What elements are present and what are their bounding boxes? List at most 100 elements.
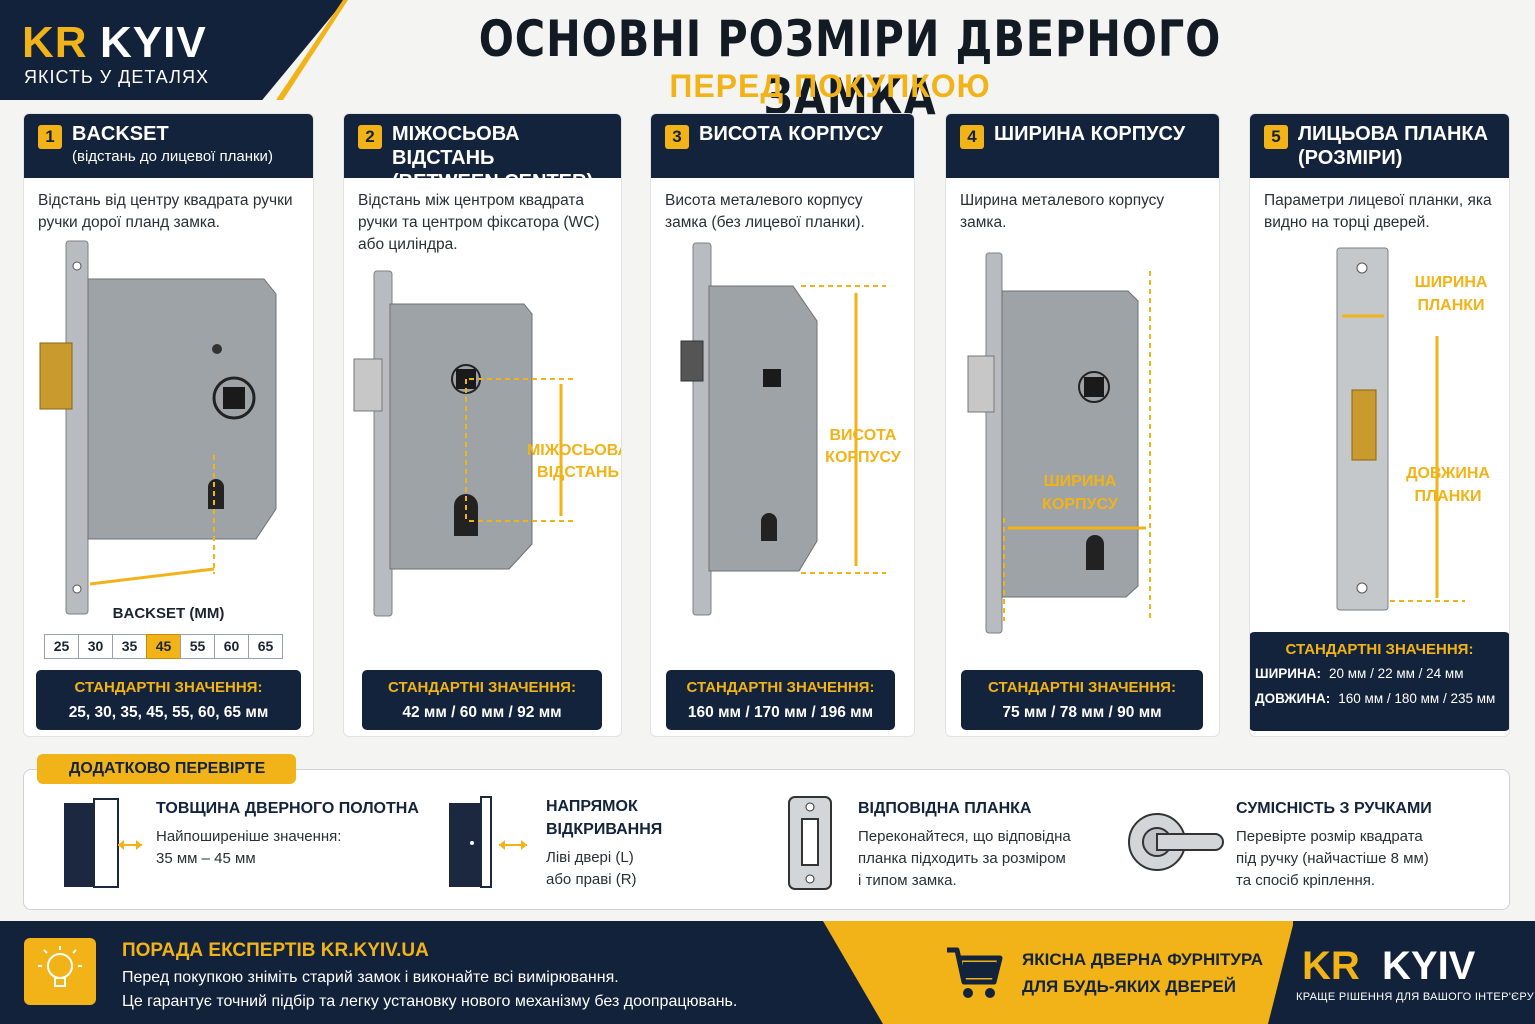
card-subtitle: (відстань до лицевої планки) (72, 148, 273, 165)
tip-line: Це гарантує точний підбір та легку устан… (122, 992, 738, 1010)
page-title: ОСНОВНІ РОЗМІРИ ДВЕРНОГО ЗАМКА (478, 10, 1222, 126)
card-number: 2 (358, 125, 382, 149)
footer-promo-line: ДЛЯ БУДЬ-ЯКИХ ДВЕРЕЙ (1022, 977, 1236, 996)
std-label: СТАНДАРТНІ ЗНАЧЕННЯ: (686, 679, 875, 696)
card-title: ЛИЦЬОВА ПЛАНКА (1298, 123, 1489, 145)
std-label: СТАНДАРТНІ ЗНАЧЕННЯ: (1285, 641, 1474, 658)
diagram-label: ВИСОТА (830, 427, 897, 444)
extra-item-door-thickness: ТОВЩИНА ДВЕРНОГО ПОЛОТНА Найпоширеніше з… (156, 797, 419, 870)
face-plate-diagram: ШИРИНА ПЛАНКИ ДОВЖИНА ПЛАНКИ (1336, 247, 1490, 611)
extra-item-line: Ліві двері (L) (546, 849, 634, 866)
backset-option[interactable]: 35 (112, 634, 147, 659)
card-description: Відстань від центру квадрата ручки ручки… (38, 192, 293, 231)
backset-label: BACKSET (MM) (112, 605, 225, 622)
card-title: ШИРИНА КОРПУСУ (994, 123, 1186, 145)
card-description: Висота металевого корпусу замка (без лиц… (665, 192, 865, 231)
brand-logo: KR KYIV ЯКІСТЬ У ДЕТАЛЯХ (0, 0, 345, 100)
diagram-label: ВІДСТАНЬ (537, 464, 619, 481)
extra-item-line: 35 мм – 45 мм (156, 850, 256, 867)
extra-item-line: та спосіб кріплення. (1236, 872, 1376, 889)
std-width-value: 20 мм / 22 мм / 24 мм (1328, 666, 1464, 681)
extra-checks-tab: ДОДАТКОВО ПЕРЕВІРТЕ (37, 754, 296, 784)
card-description: Параметри лицевої планки, яка видно на т… (1264, 192, 1492, 231)
standard-values-box: СТАНДАРТНІ ЗНАЧЕННЯ: ШИРИНА: 20 мм / 22 … (1250, 632, 1509, 731)
extra-checks-panel (23, 769, 1510, 910)
std-width-key: ШИРИНА: (1255, 666, 1321, 681)
extra-item-title: НАПРЯМОК ВІДКРИВАННЯ (546, 795, 662, 841)
std-length-row: ДОВЖИНА: 160 мм / 180 мм / 235 мм (1255, 691, 1509, 706)
footer-promo-band (823, 921, 1293, 1024)
lightbulb-icon (24, 938, 96, 1005)
card-number: 1 (38, 125, 62, 149)
backset-option[interactable]: 30 (78, 634, 113, 659)
diagram-label: КОРПУСУ (825, 449, 902, 466)
backset-option-selected[interactable]: 45 (146, 634, 181, 659)
logo-kr: KR (22, 18, 88, 67)
footer-promo: ЯКІСНА ДВЕРНА ФУРНІТУРА ДЛЯ БУДЬ-ЯКИХ ДВ… (1022, 946, 1263, 1000)
extra-item-text: Переконайтеся, що відповідна планка підх… (858, 826, 1071, 892)
card-subtitle: (РОЗМІРИ) (1298, 147, 1403, 169)
standard-values-box: СТАНДАРТНІ ЗНАЧЕННЯ: 75 мм / 78 мм / 90 … (961, 670, 1203, 730)
plate-length-label: ПЛАНКИ (1414, 488, 1481, 505)
footer-promo-line: ЯКІСНА ДВЕРНА ФУРНІТУРА (1022, 950, 1264, 969)
page-subtitle: ПЕРЕД ПОКУПКОЮ (669, 68, 991, 104)
extra-item-text: Ліві двері (L) або праві (R) (546, 847, 662, 891)
extra-item-title: СУМІСНІСТЬ З РУЧКАМИ (1236, 800, 1432, 817)
backset-options: 25 30 35 45 55 60 65 (44, 634, 283, 659)
door-direction-icon (449, 796, 527, 888)
card-description: Відстань між центром квадрата ручки та ц… (358, 192, 600, 253)
card-header: 5 ЛИЦЬОВА ПЛАНКА (РОЗМІРИ) (1250, 114, 1509, 178)
lock-diagram-width: ШИРИНА КОРПУСУ (967, 252, 1151, 634)
card-title: BACKSET (72, 123, 169, 145)
card-header: 3 ВИСОТА КОРПУСУ (651, 114, 914, 178)
standard-values-box: СТАНДАРТНІ ЗНАЧЕННЯ: 160 мм / 170 мм / 1… (666, 670, 895, 730)
extra-item-title: ТОВЩИНА ДВЕРНОГО ПОЛОТНА (156, 800, 419, 817)
plate-width-label: ПЛАНКИ (1417, 297, 1484, 314)
card-number: 4 (960, 125, 984, 149)
extra-item-handle-compatibility: СУМІСНІСТЬ З РУЧКАМИ Перевірте розмір кв… (1236, 797, 1432, 892)
footer-logo-tagline: КРАЩЕ РІШЕННЯ ДЛЯ ВАШОГО ІНТЕР'ЄРУ (1296, 991, 1534, 1003)
std-length-value: 160 мм / 180 мм / 235 мм (1338, 691, 1496, 706)
extra-item-line: або праві (R) (546, 871, 637, 888)
extra-item-line: планка підходить за розміром (858, 850, 1066, 867)
extra-item-opening-direction: НАПРЯМОК ВІДКРИВАННЯ Ліві двері (L) або … (546, 795, 662, 891)
backset-option[interactable]: 25 (44, 634, 79, 659)
std-value: 75 мм / 78 мм / 90 мм (1002, 704, 1162, 721)
std-width-row: ШИРИНА: 20 мм / 22 мм / 24 мм (1255, 666, 1509, 681)
std-label: СТАНДАРТНІ ЗНАЧЕННЯ: (74, 679, 263, 696)
plate-width-label: ШИРИНА (1415, 274, 1488, 291)
card-number: 3 (665, 125, 689, 149)
std-value: 160 мм / 170 мм / 196 мм (687, 704, 874, 721)
backset-option[interactable]: 55 (180, 634, 215, 659)
card-face-plate: 5 ЛИЦЬОВА ПЛАНКА (РОЗМІРИ) Параметри лиц… (1249, 113, 1510, 737)
card-header: 2 МІЖОСЬОВА ВІДСТАНЬ (BETWEEN CENTER) (344, 114, 621, 193)
extra-item-line: під ручку (найчастіше 8 мм) (1236, 850, 1429, 867)
shopping-cart-icon (947, 947, 1003, 998)
diagram-label: КОРПУСУ (1042, 496, 1119, 513)
std-value: 42 мм / 60 мм / 92 мм (402, 704, 562, 721)
logo-kyiv: KYIV (100, 18, 207, 67)
extra-item-strike-plate: ВІДПОВІДНА ПЛАНКА Переконайтеся, що відп… (858, 797, 1071, 892)
card-header: 4 ШИРИНА КОРПУСУ (946, 114, 1219, 178)
std-label: СТАНДАРТНІ ЗНАЧЕННЯ: (388, 679, 576, 696)
extra-item-title: ВІДПОВІДНА ПЛАНКА (858, 800, 1032, 817)
footer-logo-kr: KR (1302, 944, 1360, 988)
backset-option[interactable]: 65 (248, 634, 283, 659)
std-value: 25, 30, 35, 45, 55, 60, 65 мм (68, 704, 269, 721)
logo-tagline: ЯКІСТЬ У ДЕТАЛЯХ (24, 67, 209, 87)
diagram-label: МІЖОСЬОВА (527, 442, 622, 459)
footer-brand-band (1268, 921, 1535, 1024)
extra-item-text: Перевірте розмір квадрата під ручку (най… (1236, 826, 1432, 892)
card-number: 5 (1264, 125, 1288, 149)
extra-item-line: і типом замка. (858, 872, 957, 889)
extra-item-line: Перевірте розмір квадрата (1236, 828, 1423, 845)
tip-text: Перед покупкою зніміть старий замок і ви… (122, 966, 737, 1013)
backset-option[interactable]: 60 (214, 634, 249, 659)
standard-values-box: СТАНДАРТНІ ЗНАЧЕННЯ: 25, 30, 35, 45, 55,… (36, 670, 301, 730)
standard-values-box: СТАНДАРТНІ ЗНАЧЕННЯ: 42 мм / 60 мм / 92 … (362, 670, 602, 730)
extra-item-title-line: НАПРЯМОК (546, 798, 638, 815)
extra-item-line: Найпоширеніше значення: (156, 828, 342, 845)
tip-title: ПОРАДА ЕКСПЕРТІВ KR.KYIV.UA (122, 940, 429, 961)
card-description: Ширина металевого корпусу замка. (960, 192, 1165, 231)
card-title: ВИСОТА КОРПУСУ (699, 123, 883, 145)
